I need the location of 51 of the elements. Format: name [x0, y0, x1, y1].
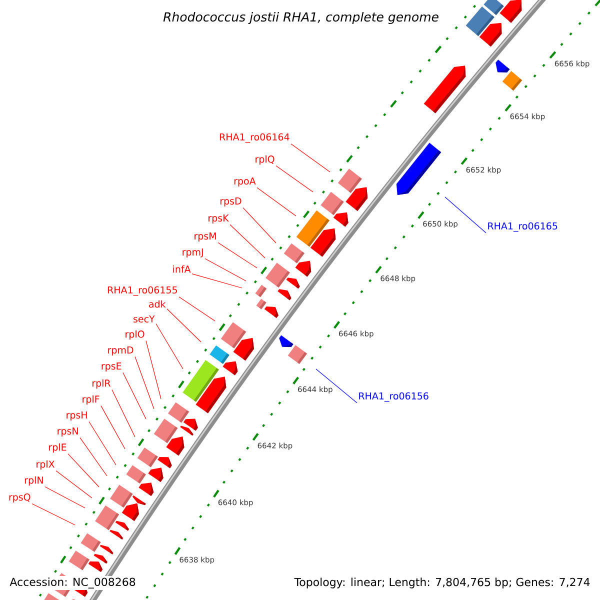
leader-line: [134, 356, 154, 410]
leader-line: [68, 454, 100, 488]
gene-label: rpsN: [58, 428, 78, 436]
leader-line: [32, 503, 76, 526]
leader-line: [80, 437, 108, 476]
gene-label: rpsD: [220, 198, 242, 206]
gene-label: rplX: [36, 460, 54, 470]
leader-line: [156, 323, 184, 370]
leader-line: [100, 406, 126, 450]
gene-label: RHA1_ro06165: [488, 222, 558, 232]
leader-line: [242, 207, 276, 244]
gene-label: rpmJ: [182, 248, 203, 258]
leader-line: [122, 372, 146, 420]
gene-label: rplF: [82, 395, 100, 405]
leader-line: [56, 470, 92, 498]
leader-line: [316, 368, 358, 404]
gene-label: rpsE: [102, 362, 122, 372]
gene-label: rpmD: [108, 346, 134, 356]
gene-label: rplQ: [256, 155, 274, 165]
gene-label: rpsQ: [9, 493, 30, 503]
gene-label: rplO: [126, 330, 144, 340]
leader-line: [44, 486, 86, 508]
gene-label: rpsK: [208, 214, 229, 224]
leader-line: [290, 144, 330, 172]
leader-line: [178, 296, 216, 322]
leader-line: [204, 258, 246, 282]
leader-line: [276, 165, 314, 192]
gene-label: rpoA: [234, 178, 256, 186]
gene-label: infA: [173, 265, 191, 273]
gene-label: RHA1_ro06164: [220, 133, 290, 143]
gene-label: secY: [134, 315, 155, 323]
leader-line: [444, 196, 486, 234]
leader-line: [88, 421, 116, 466]
gene-label: rplR: [92, 379, 111, 389]
title: Rhodococcus jostii RHA1, complete genome: [163, 12, 438, 24]
leader-line: [192, 274, 242, 288]
gene-label: rplN: [24, 476, 43, 486]
leader-line: [166, 308, 202, 342]
genome-info-text: Topology: linear; Length: 7,804,765 bp; Genes: 7,274: [292, 576, 592, 590]
gene-label: rpsM: [194, 232, 216, 242]
leader-line: [218, 242, 258, 268]
gene-label: adk: [149, 300, 166, 308]
gene-label: RHA1_ro06156: [359, 392, 428, 402]
gene-label: RHA1_ro06155: [108, 286, 177, 296]
gene-label: rplE: [49, 443, 66, 453]
accession-text: Accession: NC_008268: [8, 576, 138, 590]
leader-line: [230, 224, 266, 258]
leader-line: [146, 340, 162, 400]
gene-label: rpsH: [66, 412, 87, 420]
leader-line: [256, 187, 296, 216]
leader-line: [112, 390, 136, 438]
